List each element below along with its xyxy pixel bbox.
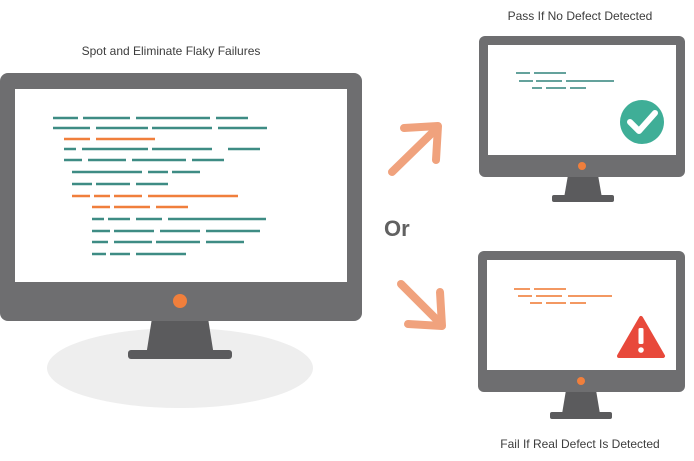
- code-line: [532, 87, 542, 89]
- code-line: [64, 158, 82, 162]
- code-line: [92, 252, 106, 256]
- main-power-led: [173, 294, 187, 308]
- code-line: [92, 240, 108, 244]
- arrow-down-right-icon: [397, 280, 446, 330]
- code-line: [92, 205, 110, 209]
- code-line: [92, 229, 110, 233]
- code-line: [136, 217, 162, 221]
- code-line: [96, 182, 130, 186]
- code-line: [82, 147, 148, 151]
- fail-caption: Fail If Real Defect Is Detected: [500, 437, 660, 451]
- fail-monitor: [478, 251, 685, 419]
- code-line: [530, 302, 542, 304]
- code-line: [96, 137, 155, 141]
- code-line: [110, 252, 130, 256]
- fail-code-lines: [514, 288, 612, 304]
- pass-monitor-neck: [564, 175, 602, 198]
- code-line: [534, 72, 566, 74]
- code-line: [546, 87, 566, 89]
- code-line: [216, 116, 248, 120]
- code-line: [566, 80, 614, 82]
- arrow-up-right-icon: [388, 122, 442, 176]
- pass-monitor: [479, 36, 685, 202]
- code-line: [72, 194, 90, 198]
- code-line: [218, 126, 267, 130]
- warning-triangle-icon: [617, 316, 665, 358]
- code-line: [568, 295, 612, 297]
- code-line: [136, 116, 210, 120]
- code-line: [132, 158, 186, 162]
- fail-power-led: [577, 377, 585, 385]
- code-line: [72, 170, 142, 174]
- code-line: [53, 116, 78, 120]
- code-line: [534, 288, 566, 290]
- code-line: [519, 80, 533, 82]
- checkmark-circle-icon: [620, 100, 664, 144]
- code-line: [536, 295, 562, 297]
- main-monitor: [0, 73, 362, 408]
- code-line: [148, 170, 168, 174]
- code-line: [136, 252, 186, 256]
- code-line: [206, 229, 260, 233]
- code-line: [168, 217, 266, 221]
- pass-caption: Pass If No Defect Detected: [507, 9, 653, 23]
- code-line: [114, 205, 150, 209]
- main-monitor-base: [128, 350, 232, 359]
- code-line: [148, 194, 238, 198]
- code-line: [108, 217, 130, 221]
- code-line: [152, 147, 212, 151]
- code-line: [92, 217, 104, 221]
- code-line: [516, 72, 530, 74]
- code-line: [94, 194, 110, 198]
- fail-monitor-base: [550, 412, 612, 419]
- code-line: [570, 302, 586, 304]
- main-monitor-screen: [15, 89, 347, 282]
- code-line: [536, 80, 562, 82]
- monitor-shadow: [47, 328, 313, 408]
- pass-code-lines: [516, 72, 614, 89]
- code-line: [518, 295, 532, 297]
- pass-monitor-base: [552, 195, 614, 202]
- fail-monitor-neck: [562, 390, 600, 414]
- code-line: [114, 229, 154, 233]
- code-line: [64, 147, 76, 151]
- main-caption: Spot and Eliminate Flaky Failures: [81, 44, 261, 58]
- code-line: [192, 158, 224, 162]
- code-line: [72, 182, 92, 186]
- code-line: [228, 147, 260, 151]
- code-line: [206, 240, 244, 244]
- code-line: [114, 194, 142, 198]
- or-label: Or: [384, 216, 410, 241]
- code-line: [53, 126, 90, 130]
- pass-power-led: [578, 162, 586, 170]
- code-line: [64, 137, 90, 141]
- code-line: [546, 302, 566, 304]
- code-line: [136, 182, 168, 186]
- code-line: [152, 126, 212, 130]
- code-line: [96, 126, 148, 130]
- main-monitor-neck: [146, 318, 214, 356]
- code-line: [114, 240, 152, 244]
- code-line: [88, 158, 126, 162]
- code-line: [156, 240, 200, 244]
- code-line: [83, 116, 130, 120]
- code-line: [514, 288, 530, 290]
- code-line: [160, 229, 200, 233]
- code-line: [570, 87, 586, 89]
- main-code-lines: [53, 116, 267, 256]
- code-line: [156, 205, 188, 209]
- code-line: [172, 170, 200, 174]
